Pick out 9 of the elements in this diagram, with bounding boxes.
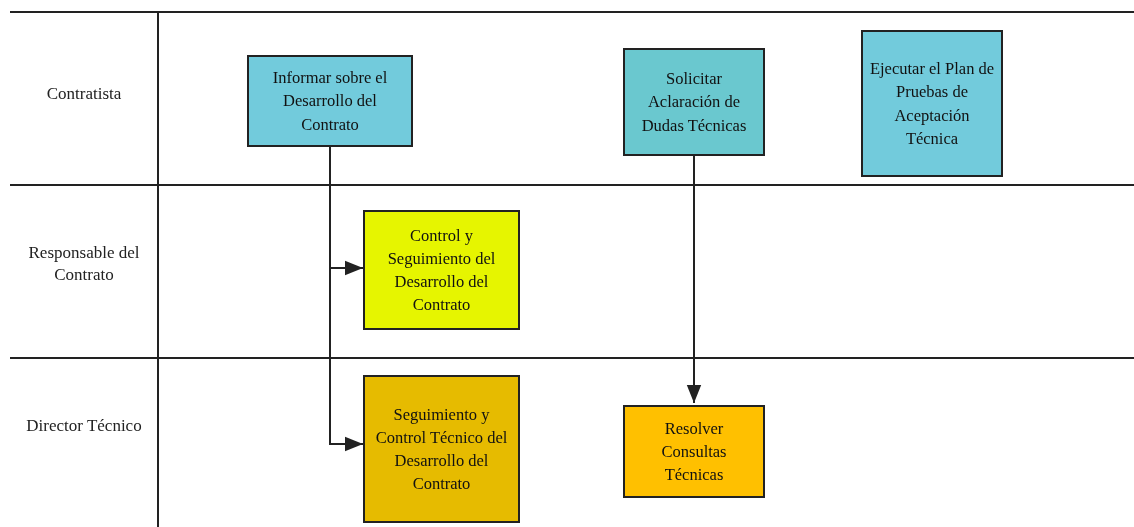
process-box: Solicitar Aclaración de Dudas Técnicas (623, 48, 765, 156)
process-box: Informar sobre el Desarrollo del Contrato (247, 55, 413, 147)
lane-label: Contratista (45, 83, 123, 105)
lane-label: Director Técnico (25, 415, 143, 437)
process-box: Ejecutar el Plan de Pruebas de Aceptación Técnica (861, 30, 1003, 177)
process-box: Seguimiento y Control Técnico del Desarrollo del Contrato (363, 375, 520, 523)
process-box: Resolver Consultas Técnicas (623, 405, 765, 498)
process-box: Control y Seguimiento del Desarrollo del Contrato (363, 210, 520, 330)
lane-label: Responsable del Contrato (27, 242, 141, 287)
